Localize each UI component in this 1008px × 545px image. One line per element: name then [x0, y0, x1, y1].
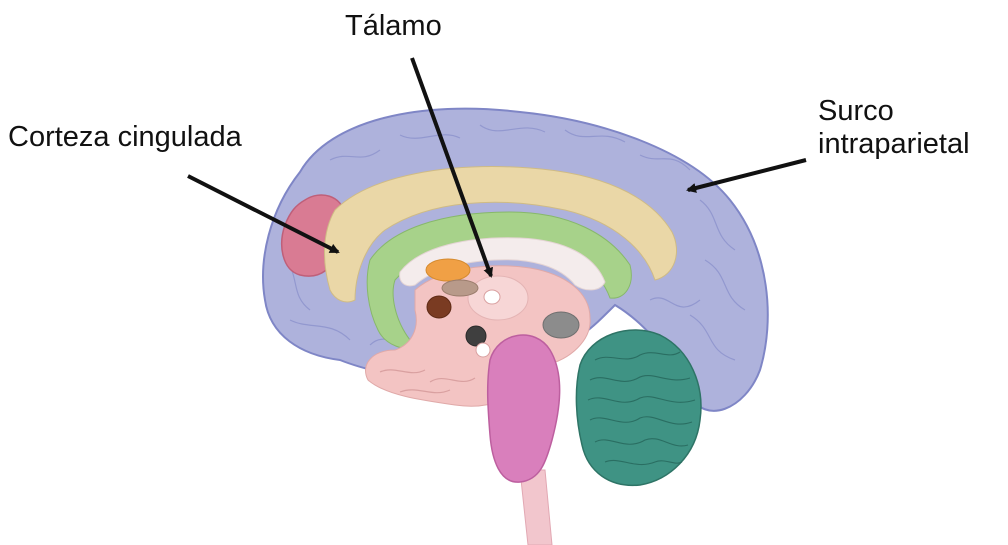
grey-nucleus: [543, 312, 579, 338]
white-spot: [476, 343, 490, 357]
brainstem: [488, 335, 560, 482]
thalamus-label: Tálamo: [345, 10, 442, 43]
brown-nucleus: [427, 296, 451, 318]
orange-nucleus: [426, 259, 470, 281]
brown-ridge: [442, 280, 478, 296]
thalamus-core: [484, 290, 500, 304]
cingulate-cortex-label: Corteza cingulada: [8, 121, 242, 154]
intraparietal-sulcus-label-line2: intraparietal: [818, 128, 970, 161]
cerebellum: [576, 330, 701, 485]
intraparietal-sulcus-label: Surco intraparietal: [818, 95, 970, 161]
intraparietal-sulcus-label-line1: Surco: [818, 95, 970, 128]
